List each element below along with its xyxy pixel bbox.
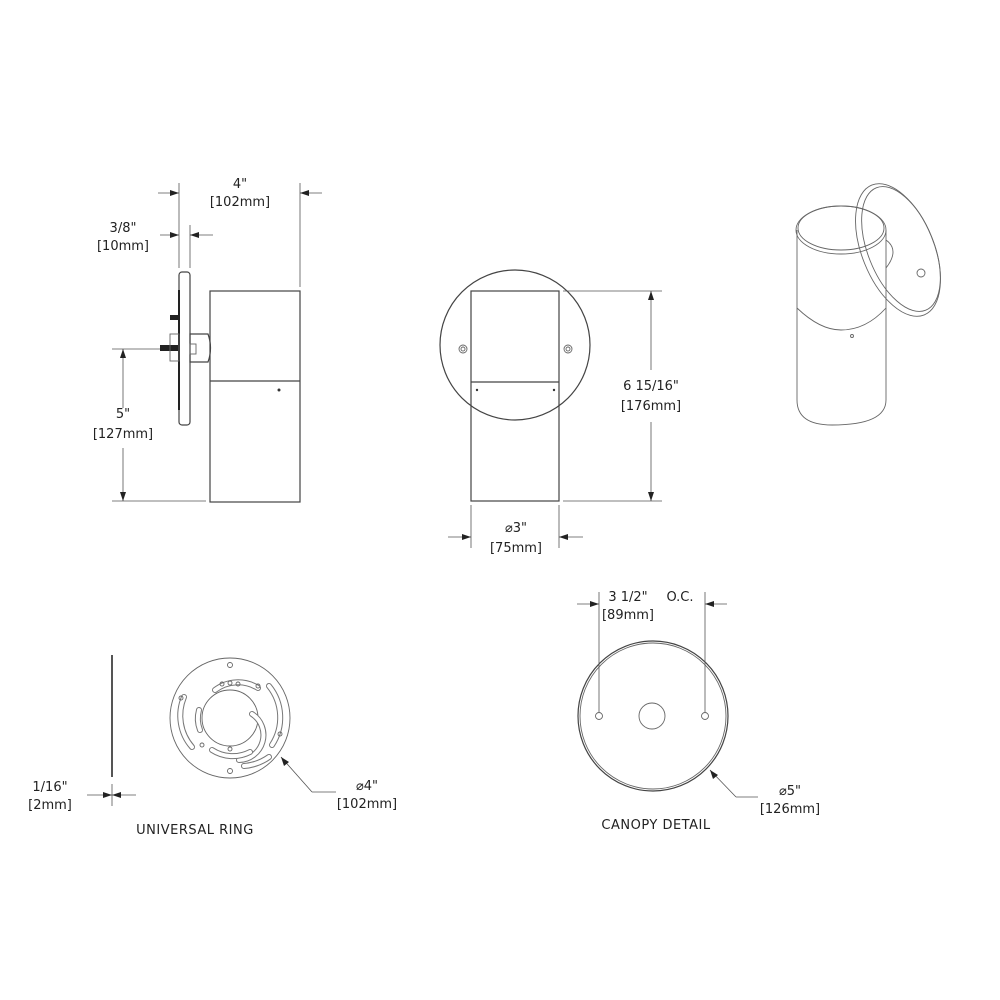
mounting-hole bbox=[701, 712, 709, 720]
center-hole bbox=[638, 702, 666, 730]
screw-icon bbox=[563, 344, 573, 354]
mount-height-mm-label: [127mm] bbox=[93, 427, 153, 442]
ring-thickness-in-label: 1/16" bbox=[32, 780, 67, 795]
mounting-hole bbox=[595, 712, 603, 720]
front-view: 6 15/16" [176mm] ⌀3" [75mm] bbox=[439, 269, 681, 556]
spacing-mm-label: [89mm] bbox=[602, 608, 654, 623]
isometric-view bbox=[795, 183, 941, 426]
fixture-body-side bbox=[209, 290, 301, 503]
ring-diameter-mm-label: [102mm] bbox=[337, 797, 397, 812]
bolt-icon bbox=[160, 345, 179, 351]
bolt-icon bbox=[170, 315, 179, 320]
canopy-diameter-mm-label: [126mm] bbox=[760, 802, 820, 817]
ring-thickness-mm-label: [2mm] bbox=[28, 798, 72, 813]
canopy-diameter-in-label: ⌀5" bbox=[779, 784, 801, 799]
screw-icon bbox=[916, 268, 926, 278]
plate-mm-label: [10mm] bbox=[97, 239, 149, 254]
canopy-detail-title: CANOPY DETAIL bbox=[601, 818, 710, 833]
height-mm-label: [176mm] bbox=[621, 399, 681, 414]
canopy-detail: 3 1/2" O.C. [89mm] ⌀5" [126mm] CANOPY DE… bbox=[577, 590, 820, 833]
canopy-iso bbox=[855, 183, 941, 317]
diameter-mm-label: [75mm] bbox=[490, 541, 542, 556]
ring-outline bbox=[169, 657, 291, 779]
universal-ring-detail: 1/16" [2mm] ⌀4" [102m bbox=[28, 655, 397, 838]
mount-height-in-label: 5" bbox=[116, 407, 130, 422]
fixture-body-front bbox=[470, 290, 560, 502]
universal-ring-title: UNIVERSAL RING bbox=[136, 823, 254, 838]
arm-knuckle bbox=[189, 333, 212, 363]
depth-in-label: 4" bbox=[233, 177, 247, 192]
canopy-plate bbox=[178, 271, 191, 426]
screw-icon bbox=[458, 344, 468, 354]
canopy-outline bbox=[439, 269, 591, 421]
spacing-in-label: 3 1/2" bbox=[608, 590, 647, 605]
plate-in-label: 3/8" bbox=[110, 221, 137, 236]
height-in-label: 6 15/16" bbox=[623, 379, 679, 394]
depth-mm-label: [102mm] bbox=[210, 195, 270, 210]
cylinder-iso bbox=[796, 230, 887, 426]
ring-diameter-in-label: ⌀4" bbox=[356, 779, 378, 794]
canopy-outline bbox=[577, 640, 729, 792]
diameter-in-label: ⌀3" bbox=[505, 521, 527, 536]
side-view: 4" [102mm] 3/8" [10mm] 5" [127mm] bbox=[93, 177, 322, 503]
spacing-note-label: O.C. bbox=[666, 590, 693, 605]
